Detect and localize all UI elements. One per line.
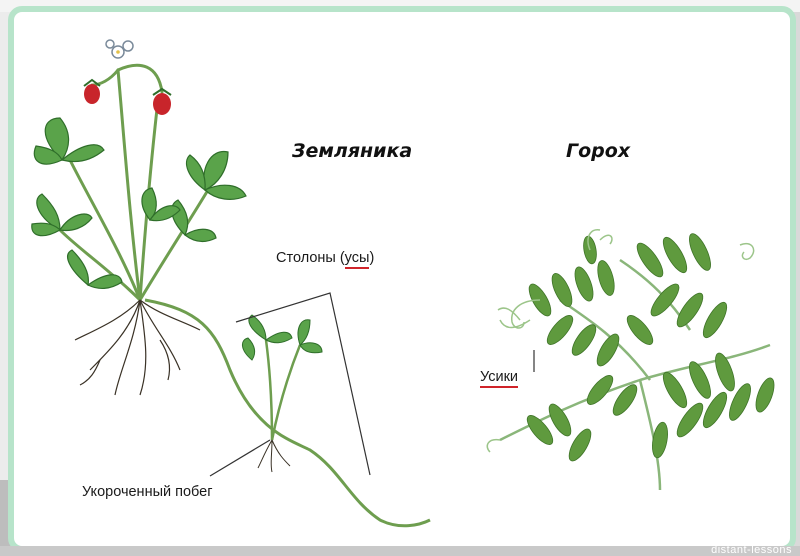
plants-illustration <box>14 12 790 546</box>
strawberry-plant <box>32 40 430 526</box>
label-stolons: Столоны (усы) <box>276 250 374 266</box>
pea-leaflets <box>523 231 778 464</box>
strawberry-roots <box>75 300 200 395</box>
label-tendrils-text: Усики <box>480 369 518 388</box>
label-tendrils: Усики <box>480 369 518 385</box>
label-short-shoot: Укороченный побег <box>82 484 213 500</box>
watermark: distant-lessons <box>711 544 792 556</box>
strawberry-leaves <box>32 118 246 288</box>
leader-lines <box>210 293 370 476</box>
diagram-card: Земляника Горох Столоны (усы) Усики Укор… <box>8 6 796 552</box>
title-strawberry: Земляника <box>292 140 412 162</box>
label-stolons-suffix: ) <box>369 250 374 266</box>
strawberry-flower <box>106 40 133 58</box>
title-pea: Горох <box>566 140 630 162</box>
label-stolons-prefix: Столоны ( <box>276 250 345 266</box>
pea-plant <box>487 230 777 490</box>
label-stolons-word: усы <box>345 250 370 269</box>
bottom-band <box>0 546 800 556</box>
